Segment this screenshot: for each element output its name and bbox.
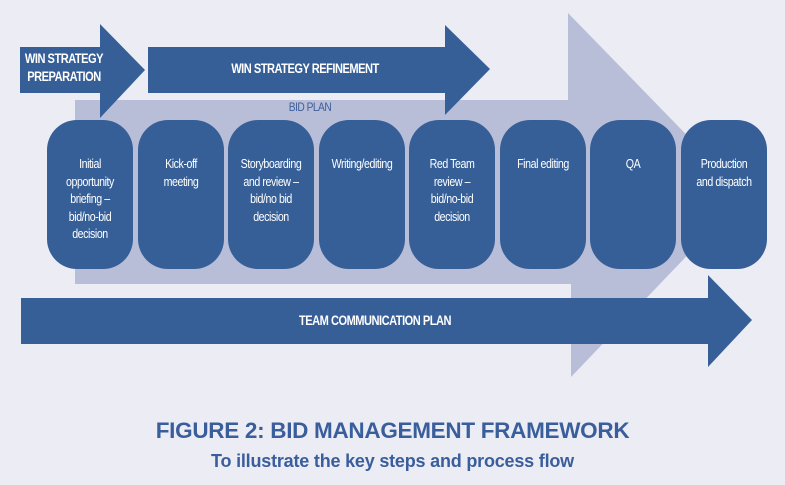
team-communication-plan-arrow (21, 275, 752, 367)
process-step-label: Storyboarding and review – bid/no bid de… (240, 157, 302, 224)
process-step: Kick-off meeting (137, 120, 224, 269)
figure-title: FIGURE 2: BID MANAGEMENT FRAMEWORK (155, 418, 630, 443)
process-step: Production and dispatch (680, 120, 767, 269)
process-step: Storyboarding and review – bid/no bid de… (228, 120, 314, 269)
win-strategy-refinement-arrow (148, 25, 490, 115)
process-step-label: Writing/editing (331, 157, 392, 171)
process-step-label: Red Team review – bid/no-bid decision (429, 157, 475, 224)
win-strategy-refinement-label: WIN STRATEGY REFINEMENT (231, 61, 379, 76)
process-step-label: Initial opportunity briefing – bid/no-bi… (66, 157, 114, 241)
process-step-label: Production and dispatch (695, 157, 752, 189)
win-strategy-preparation-label: WIN STRATEGY PREPARATION (24, 51, 104, 84)
process-step: Final editing (499, 120, 586, 269)
process-step-label: Final editing (516, 157, 569, 171)
process-step: Initial opportunity briefing – bid/no-bi… (47, 120, 133, 269)
process-step: Red Team review – bid/no-bid decision (409, 120, 495, 269)
process-step-label: Kick-off meeting (163, 157, 198, 189)
process-step: QA (590, 120, 676, 269)
team-communication-plan-label: TEAM COMMUNICATION PLAN (298, 313, 452, 328)
bid-plan-label: BID PLAN (288, 100, 332, 114)
win-strategy-preparation-arrow (20, 24, 145, 118)
figure-subtitle: To illustrate the key steps and process … (211, 451, 574, 471)
process-step-label: QA (625, 157, 641, 171)
process-step: Writing/editing (318, 120, 405, 269)
